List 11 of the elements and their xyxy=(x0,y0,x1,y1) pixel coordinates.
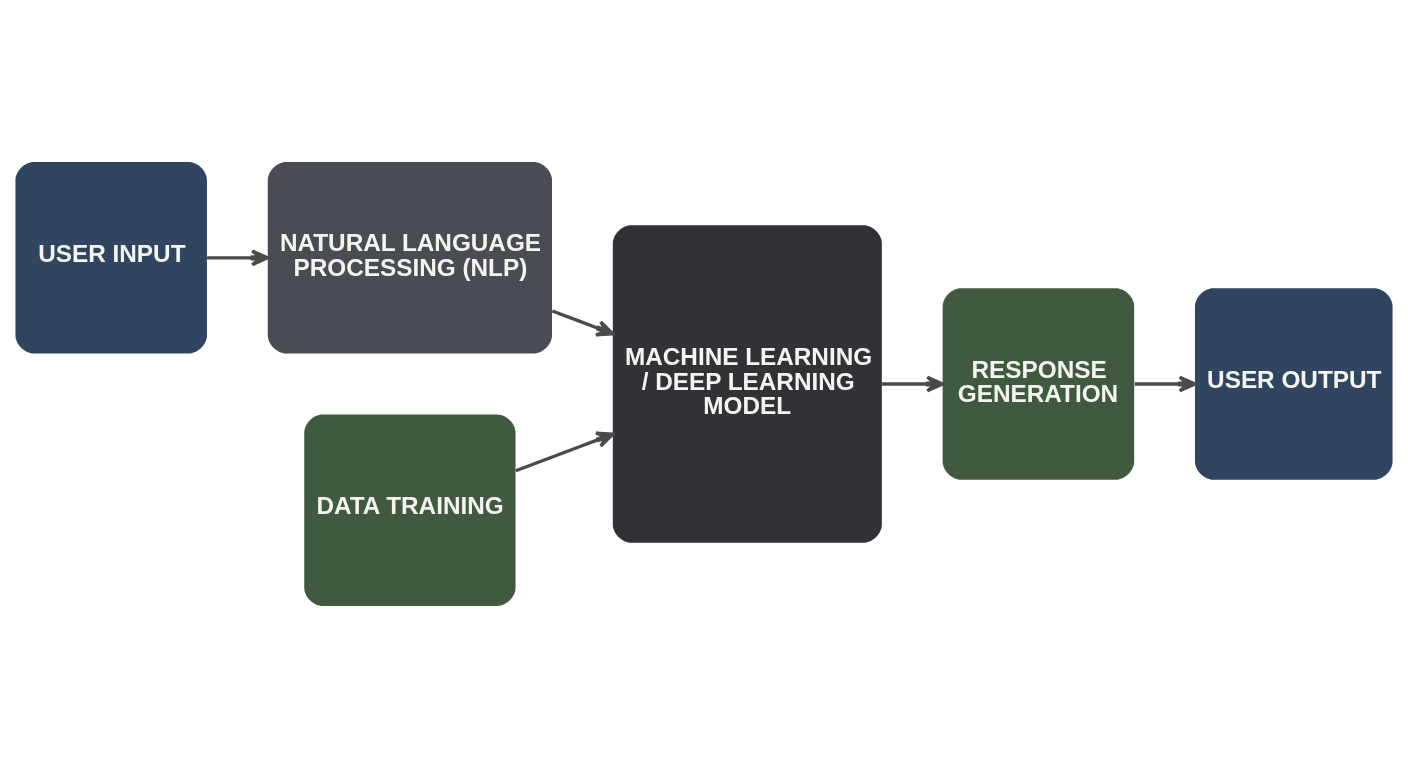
arrow xyxy=(881,375,945,393)
node-box: MACHINE LEARNING / DEEP LEARNING MODEL xyxy=(612,225,882,543)
node-box: USER OUTPUT xyxy=(1194,288,1393,480)
arrow xyxy=(207,249,270,267)
node-box: DATA TRAINING xyxy=(304,414,516,606)
arrow xyxy=(551,309,615,337)
arrow xyxy=(515,431,615,473)
arrow xyxy=(1134,375,1197,393)
node-box: RESPONSE GENERATION xyxy=(942,288,1135,480)
node-box: USER INPUT xyxy=(15,162,207,354)
node-box: NATURAL LANGUAGE PROCESSING (NLP) xyxy=(267,162,552,354)
